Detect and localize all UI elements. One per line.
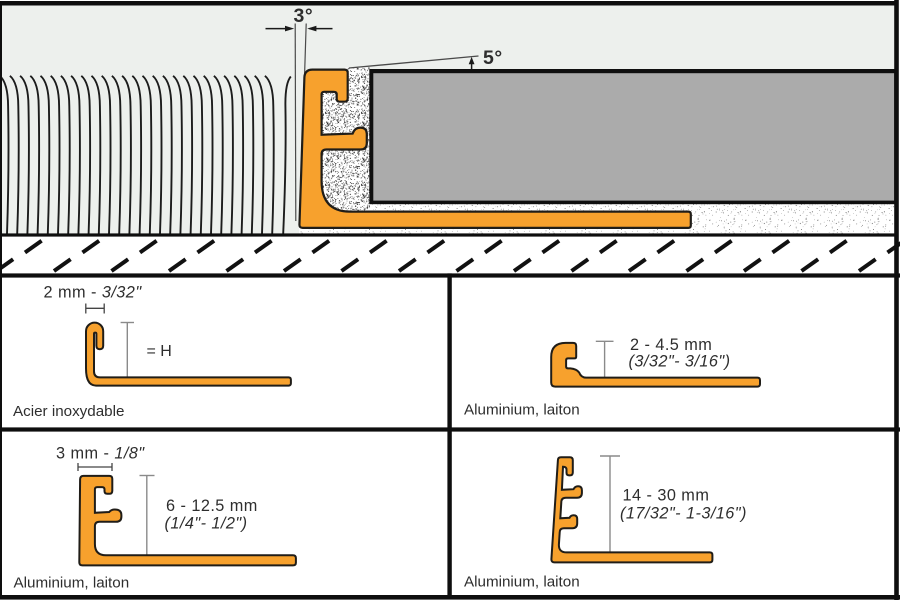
svg-text:Acier inoxydable: Acier inoxydable (13, 403, 124, 420)
svg-text:Aluminium, laiton: Aluminium, laiton (14, 575, 130, 592)
svg-text:Aluminium, laiton: Aluminium, laiton (464, 574, 580, 591)
svg-text:(3/32"- 3/16"): (3/32"- 3/16") (629, 353, 731, 371)
svg-text:3°: 3° (294, 5, 314, 27)
svg-text:2 mm - 3/32": 2 mm - 3/32" (44, 284, 143, 302)
svg-text:Aluminium, laiton: Aluminium, laiton (464, 402, 580, 419)
svg-text:14 - 30 mm: 14 - 30 mm (623, 487, 710, 505)
svg-text:2 - 4.5 mm: 2 - 4.5 mm (630, 336, 712, 354)
svg-text:6 - 12.5 mm: 6 - 12.5 mm (166, 497, 258, 515)
svg-text:(1/4"- 1/2"): (1/4"- 1/2") (165, 515, 248, 533)
svg-text:3 mm - 1/8": 3 mm - 1/8" (56, 445, 145, 463)
svg-text:= H: = H (147, 343, 172, 360)
svg-text:5°: 5° (483, 47, 503, 69)
svg-text:(17/32"- 1-3/16"): (17/32"- 1-3/16") (620, 505, 747, 523)
